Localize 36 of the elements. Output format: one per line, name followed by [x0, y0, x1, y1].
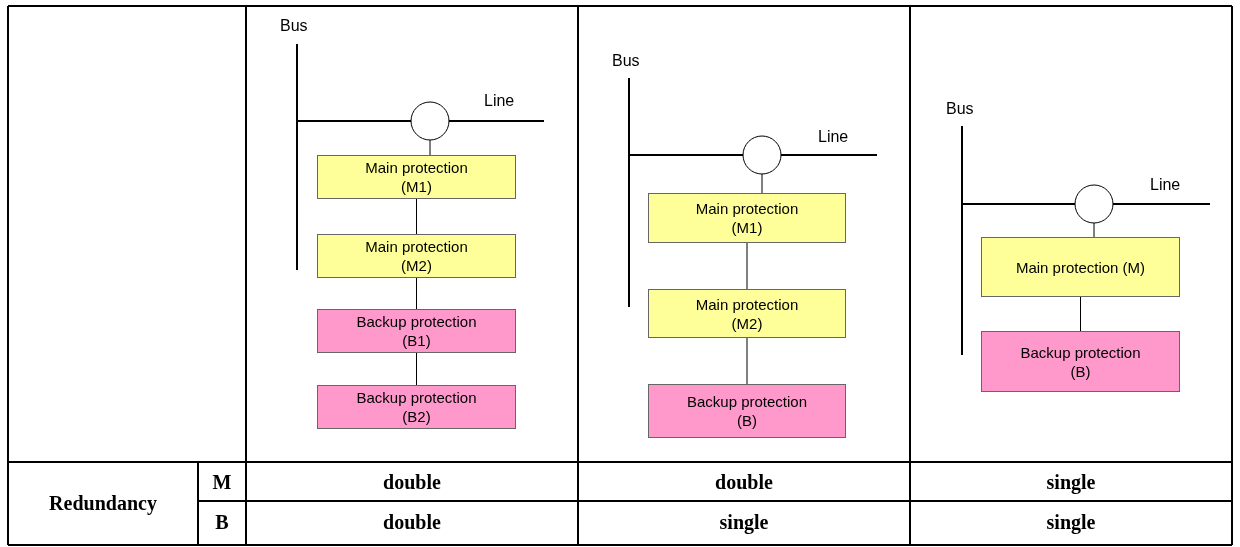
bus-label: Bus	[612, 52, 640, 70]
connector-line	[1093, 222, 1095, 238]
cell-text: single	[1046, 510, 1096, 534]
cell-text: double	[383, 470, 441, 494]
backup-protection-box: Backup protection (B)	[648, 384, 846, 438]
line-label: Line	[1150, 176, 1181, 194]
main-protection-box: Main protection (M2)	[317, 234, 516, 278]
connector-line	[416, 352, 417, 386]
cell-text: single	[719, 510, 769, 534]
breaker-circle	[410, 101, 450, 141]
connector-line	[416, 277, 417, 310]
main-protection-box: Main protection (M2)	[648, 289, 846, 338]
connector-line	[1080, 296, 1081, 332]
connector-line	[416, 198, 417, 235]
main-protection-box: Main protection (M1)	[648, 193, 846, 243]
row-subheader: B	[215, 510, 229, 534]
breaker-circle	[742, 135, 782, 175]
connector-line	[746, 337, 748, 385]
cell-text: single	[1046, 470, 1096, 494]
line-label: Line	[484, 92, 515, 110]
main-protection-box: Main protection (M1)	[317, 155, 516, 199]
bus-label: Bus	[946, 100, 974, 118]
bus-label: Bus	[280, 17, 308, 35]
breaker-circle	[1074, 184, 1114, 224]
backup-protection-box: Backup protection (B1)	[317, 309, 516, 353]
backup-protection-box: Backup protection (B)	[981, 331, 1180, 392]
row-subheader: M	[212, 470, 232, 494]
connector-line	[761, 173, 763, 194]
connector-line	[429, 139, 431, 156]
main-protection-box: Main protection (M)	[981, 237, 1180, 297]
cell-text: double	[383, 510, 441, 534]
connector-line	[746, 242, 748, 290]
line-label: Line	[818, 128, 849, 146]
row-header: Redundancy	[49, 491, 157, 515]
backup-protection-box: Backup protection (B2)	[317, 385, 516, 429]
cell-text: double	[715, 470, 773, 494]
